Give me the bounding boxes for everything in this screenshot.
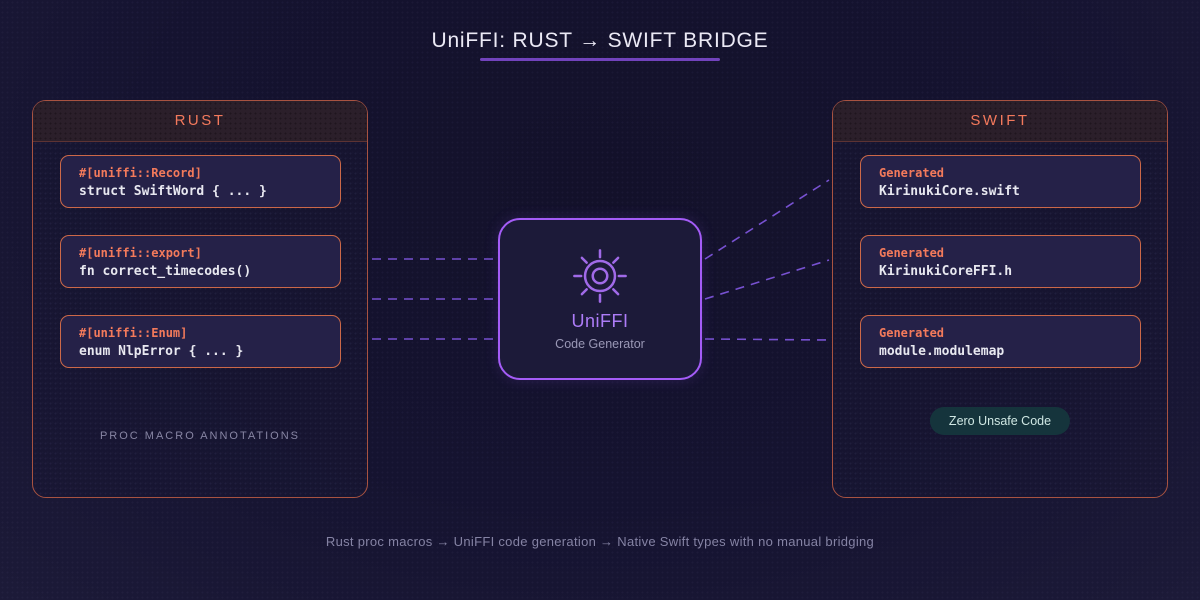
rust-code-enum: enum NlpError { ... } <box>79 344 244 359</box>
swift-panel: SWIFT Generated KirinukiCore.swift Gener… <box>832 100 1168 498</box>
title-underline <box>480 58 720 61</box>
page-title: UniFFI: RUST → SWIFT BRIDGE <box>431 29 769 52</box>
rust-annotation-export: #[uniffi::export] <box>79 246 202 260</box>
rust-code-box-record: #[uniffi::Record] struct SwiftWord { ...… <box>60 155 341 208</box>
rust-panel: RUST #[uniffi::Record] struct SwiftWord … <box>32 100 368 498</box>
flow-caption: Rust proc macros → UniFFI code generatio… <box>325 534 875 549</box>
rust-annotation-enum: #[uniffi::Enum] <box>79 326 188 340</box>
swift-generated-label-2: Generated <box>879 246 945 260</box>
rust-footnote: PROC MACRO ANNOTATIONS <box>99 430 301 442</box>
connector-swift-2 <box>704 259 830 300</box>
rust-panel-header: RUST <box>33 101 367 142</box>
rust-code-record: struct SwiftWord { ... } <box>79 184 267 199</box>
swift-file-core: KirinukiCore.swift <box>879 184 1020 199</box>
zero-unsafe-code-badge: Zero Unsafe Code <box>929 407 1071 435</box>
connector-swift-3 <box>704 338 830 341</box>
generator-name: UniFFI <box>571 311 629 331</box>
uniffi-generator-node: UniFFI Code Generator <box>498 218 702 380</box>
swift-file-box-ffi-header: Generated KirinukiCoreFFI.h <box>860 235 1141 288</box>
rust-code-box-enum: #[uniffi::Enum] enum NlpError { ... } <box>60 315 341 368</box>
rust-code-box-export: #[uniffi::export] fn correct_timecodes() <box>60 235 341 288</box>
rust-annotation-record: #[uniffi::Record] <box>79 166 202 180</box>
rust-code-export: fn correct_timecodes() <box>79 264 252 279</box>
swift-file-modulemap: module.modulemap <box>879 344 1005 359</box>
swift-generated-label-1: Generated <box>879 166 945 180</box>
swift-generated-label-3: Generated <box>879 326 945 340</box>
gear-icon <box>573 249 627 303</box>
swift-file-box-core: Generated KirinukiCore.swift <box>860 155 1141 208</box>
swift-panel-header: SWIFT <box>833 101 1167 142</box>
generator-subtitle: Code Generator <box>555 337 645 351</box>
connector-swift-1 <box>704 179 830 260</box>
swift-file-box-modulemap: Generated module.modulemap <box>860 315 1141 368</box>
swift-file-ffi-header: KirinukiCoreFFI.h <box>879 264 1013 279</box>
